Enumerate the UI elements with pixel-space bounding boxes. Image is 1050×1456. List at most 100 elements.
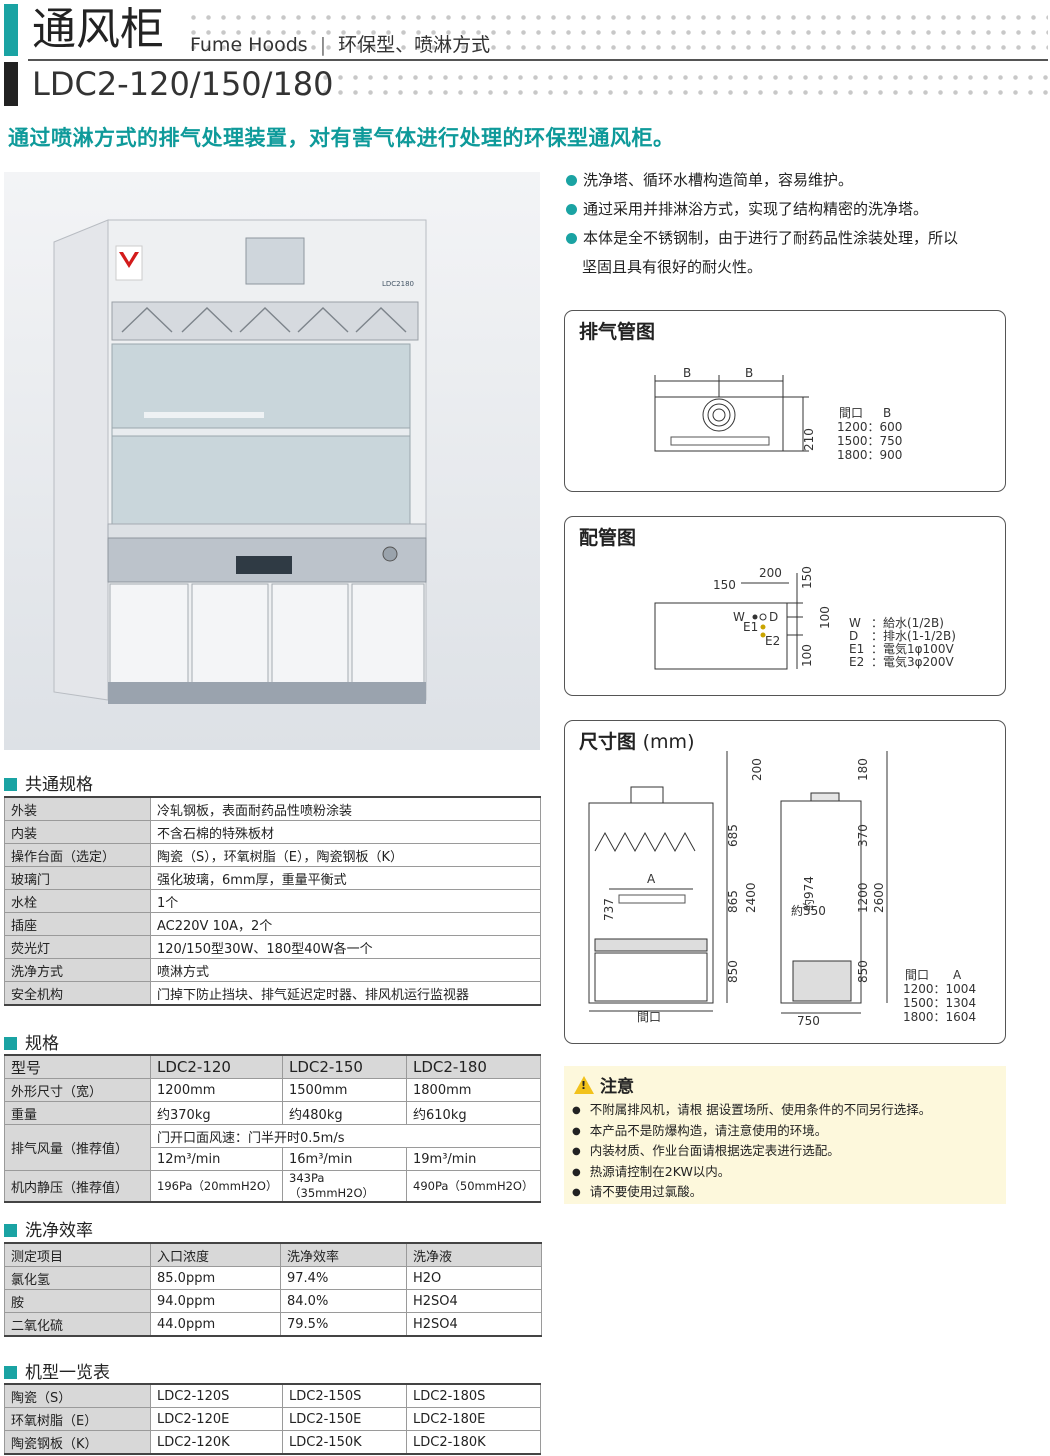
feature-item: 本体是全不锈钢制，由于进行了耐药品性涂装处理，所以: [566, 224, 958, 253]
spec-label: 水栓: [4, 889, 151, 913]
spec-value: 97.4%: [280, 1266, 407, 1290]
spec-label: 外形尺寸（宽）: [4, 1078, 151, 1102]
point-w: W: [733, 610, 745, 624]
table-header-cell: LDC2-120: [150, 1054, 283, 1079]
spec-value: 84.0%: [280, 1289, 407, 1313]
table-row: 氯化氢 85.0ppm 97.4% H2O: [4, 1266, 542, 1290]
spec-label: 环氧树脂（E）: [4, 1407, 151, 1431]
model-dot-pattern: [318, 70, 1048, 104]
table-header-cell: 型号: [4, 1054, 151, 1079]
feature-item: 洗净塔、循环水槽构造简单，容易维护。: [566, 166, 853, 195]
table-row: 机内静压（推荐值） 196Pa（20mmH2O） 343Pa（35mmH2O） …: [4, 1170, 541, 1203]
dim-frontage: 間口: [637, 1010, 661, 1024]
warning-icon: !: [574, 1076, 594, 1094]
spec-label: 插座: [4, 912, 151, 936]
dimension-diagram-title: 尺寸图 (mm): [579, 731, 695, 753]
table-header-cell: 洗净效率: [280, 1242, 407, 1267]
dim-865: 865: [726, 890, 740, 913]
spec-label: 重量: [4, 1101, 151, 1125]
table-header-cell: LDC2-150: [282, 1054, 407, 1079]
spec-label: 外装: [4, 796, 151, 821]
table-row: 玻璃门强化玻璃，6mm厚，重量平衡式: [4, 866, 541, 890]
legend-val: ：電気3φ200V: [871, 654, 954, 669]
spec-label: 排气风量（推荐值）: [4, 1124, 151, 1171]
spec-value: AC220V 10A，2个: [150, 912, 541, 936]
table-row: 胺 94.0ppm 84.0% H2SO4: [4, 1289, 542, 1313]
dim-b1: B: [683, 366, 691, 380]
spec-value: LDC2-120E: [150, 1407, 283, 1431]
dim-850-side: 850: [856, 960, 870, 983]
feature-item-continued: 坚固且具有很好的耐火性。: [582, 258, 763, 276]
section-heading-models: 机型一览表: [4, 1358, 110, 1383]
spec-value: 陶瓷（S），环氧树脂（E），陶瓷钢板（K）: [150, 843, 541, 867]
table-row: 环氧树脂（E） LDC2-120E LDC2-150E LDC2-180E: [4, 1407, 541, 1431]
spec-label: 安全机构: [4, 981, 151, 1006]
dim-685: 685: [726, 824, 740, 847]
legend-key: E2: [849, 655, 864, 669]
dim-750: 750: [797, 1014, 820, 1028]
spec-value: LDC2-120K: [150, 1430, 283, 1455]
spec-label: 玻璃门: [4, 866, 151, 890]
table-row: 陶瓷钢板（K） LDC2-120K LDC2-150K LDC2-180K: [4, 1430, 541, 1455]
spec-value: 79.5%: [280, 1312, 407, 1337]
legend-head: A: [953, 968, 962, 982]
spec-value: 12m³/min: [150, 1147, 283, 1171]
section-heading-efficiency: 洗净效率: [4, 1216, 93, 1241]
notice-item: 请不要使用过氯酸。: [572, 1182, 931, 1203]
spec-value: LDC2-120S: [150, 1383, 283, 1408]
spec-label: 机内静压（推荐值）: [4, 1170, 151, 1203]
table-header-cell: 洗净液: [406, 1242, 542, 1267]
spec-label: 二氧化硫: [4, 1312, 151, 1337]
notice-item: 热源请控制在2KW以内。: [572, 1162, 931, 1183]
spec-value: 44.0ppm: [150, 1312, 281, 1337]
legend-row: 1800：1604: [903, 1010, 976, 1024]
table-row: 重量 约370kg 约480kg 约610kg: [4, 1101, 541, 1125]
dim-180: 180: [856, 758, 870, 781]
dim-2400: 2400: [744, 882, 758, 913]
legend-key: D: [849, 629, 858, 643]
dim-b2: B: [745, 366, 753, 380]
header-divider: [28, 59, 1048, 61]
legend-val: ：排水(1-1/2B): [871, 629, 956, 643]
spec-value: 1200mm: [150, 1078, 283, 1102]
page-title: 通风柜: [32, 4, 164, 55]
spec-value: 约370kg: [150, 1101, 283, 1125]
table-row: 安全机构门掉下防止挡块、排气延迟定时器、排风机运行监视器: [4, 981, 541, 1006]
table-header-cell: 测定项目: [4, 1242, 151, 1267]
spec-value: H2O: [406, 1266, 542, 1290]
spec-label: 陶瓷（S）: [4, 1383, 151, 1408]
table-row: 陶瓷（S） LDC2-120S LDC2-150S LDC2-180S: [4, 1383, 541, 1408]
table-row: 测定项目 入口浓度 洗净效率 洗净液: [4, 1242, 542, 1267]
notice-item: 本产品不是防爆构造，请注意使用的环境。: [572, 1121, 931, 1142]
table-header-cell: LDC2-180: [406, 1054, 541, 1079]
notice-box: !注意 不附属排风机，请根 据设置场所、使用条件的不同另行选择。 本产品不是防爆…: [564, 1066, 1006, 1204]
notice-item: 内装材质、作业台面请根据选定表进行选配。: [572, 1141, 931, 1162]
dim-550: 約550: [791, 903, 826, 918]
spec-value: 120/150型30W、180型40W各一个: [150, 935, 541, 959]
exhaust-diagram-box: 排气管图 B B 210 間口 B 1200：600 1500：750 1800…: [564, 310, 1006, 492]
spec-value: 196Pa（20mmH2O）: [150, 1170, 283, 1203]
spec-value: 约610kg: [406, 1101, 541, 1125]
dim-370: 370: [856, 824, 870, 847]
piping-diagram-box: 配管图 150 200 W D E1 E2 150 100 100 W ：給水(…: [564, 516, 1006, 696]
spec-label: 胺: [4, 1289, 151, 1313]
feature-item: 通过采用并排淋浴方式，实现了结构精密的洗净塔。: [566, 195, 928, 224]
table-row: 排气风量（推荐值） 门开口面风速：门半开时0.5m/s: [4, 1124, 541, 1171]
spec-value: 强化玻璃，6mm厚，重量平衡式: [150, 866, 541, 890]
spec-value: LDC2-150S: [282, 1383, 407, 1408]
legend-row: 1800：900: [837, 448, 902, 462]
header-dot-pattern: [186, 10, 1048, 54]
efficiency-table: 测定项目 入口浓度 洗净效率 洗净液 氯化氢 85.0ppm 97.4% H2O…: [4, 1242, 542, 1337]
spec-value: LDC2-180K: [406, 1430, 541, 1455]
dim-2600: 2600: [872, 882, 886, 913]
model-title: LDC2-120/150/180: [32, 65, 334, 103]
spec-value: 1个: [150, 889, 541, 913]
legend-val: ：給水(1/2B): [871, 616, 944, 630]
spec-value: LDC2-150E: [282, 1407, 407, 1431]
notice-list: 不附属排风机，请根 据设置场所、使用条件的不同另行选择。 本产品不是防爆构造，请…: [572, 1100, 931, 1203]
point-d: D: [769, 610, 778, 624]
header-accent-bar: [4, 4, 18, 56]
